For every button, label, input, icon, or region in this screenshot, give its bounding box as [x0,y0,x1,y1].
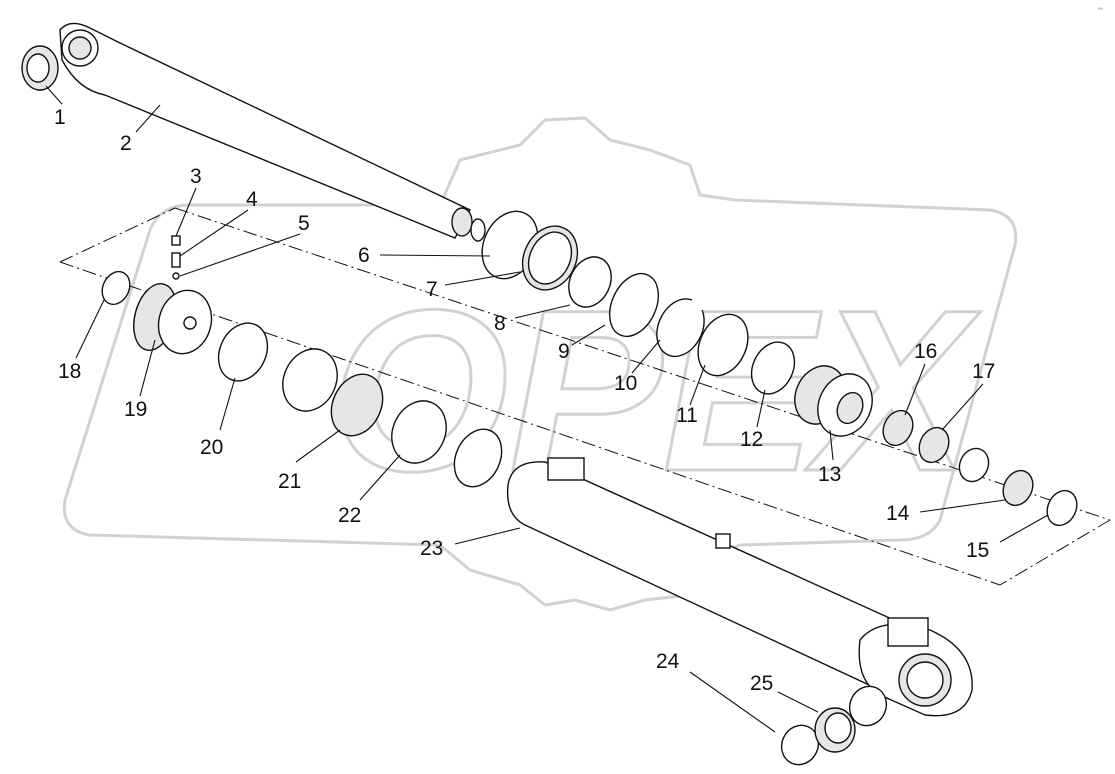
assembly-axis [59,207,1111,586]
callout-22: 22 [338,504,361,527]
part-24-circlip [780,724,820,766]
part-2-piston-rod [59,22,486,242]
callout-5: 5 [298,212,310,235]
callout-6: 6 [358,244,370,267]
watermark-logo: OPEX [62,116,1018,612]
part-22a-ring [453,428,503,488]
callout-4: 4 [246,188,258,211]
leader-lines [45,85,1049,733]
callout-8: 8 [494,312,506,335]
callout-9: 9 [558,340,570,363]
part-18-ring [101,270,131,306]
callout-1: 1 [54,106,66,129]
part-8-ring [568,256,612,308]
callout-17: 17 [972,360,995,383]
part-10-split-ring [656,298,705,358]
callout-23: 23 [420,537,443,560]
part-11-ring [697,313,749,377]
callout-15: 15 [966,539,989,562]
callout-labels: 1 2 3 4 5 6 7 8 9 10 11 12 13 14 15 16 1… [54,106,995,695]
part-20-ring [217,322,269,382]
part-7-guide-ring [521,225,579,291]
part-5-ball [172,272,180,280]
callout-24: 24 [656,650,680,673]
callout-13: 13 [818,463,841,486]
callout-2: 2 [120,132,132,155]
callout-7: 7 [426,278,438,301]
part-15-wiper [1046,489,1078,527]
part-17-seal [918,426,950,464]
callout-25: 25 [750,672,773,695]
part-25-bushing [814,685,888,753]
part-3-screw [171,235,181,246]
callout-20: 20 [200,436,223,459]
part-13-gland [794,365,873,437]
callout-16: 16 [914,340,937,363]
part-4-pin [171,252,181,268]
callout-3: 3 [190,165,202,188]
callout-11: 11 [676,404,698,427]
part-22-ring [391,400,447,464]
part-21-ring [330,373,384,437]
part-19-piston [133,283,213,355]
callout-10: 10 [614,372,637,395]
corner-mark: °° [1098,8,1103,14]
part-14-ring [1002,469,1034,507]
callout-18: 18 [58,360,81,383]
callout-14: 14 [886,502,910,525]
part-14a-ring [958,447,990,483]
part-12-ring [750,341,796,395]
callout-19: 19 [124,398,147,421]
part-9-ring [608,272,660,338]
part-23-cylinder-tube [506,457,973,717]
part-21a-ring [282,348,338,412]
part-16-seal [882,409,914,447]
callout-21: 21 [278,470,301,493]
callout-12: 12 [740,428,763,451]
part-1-bushing [21,45,59,91]
